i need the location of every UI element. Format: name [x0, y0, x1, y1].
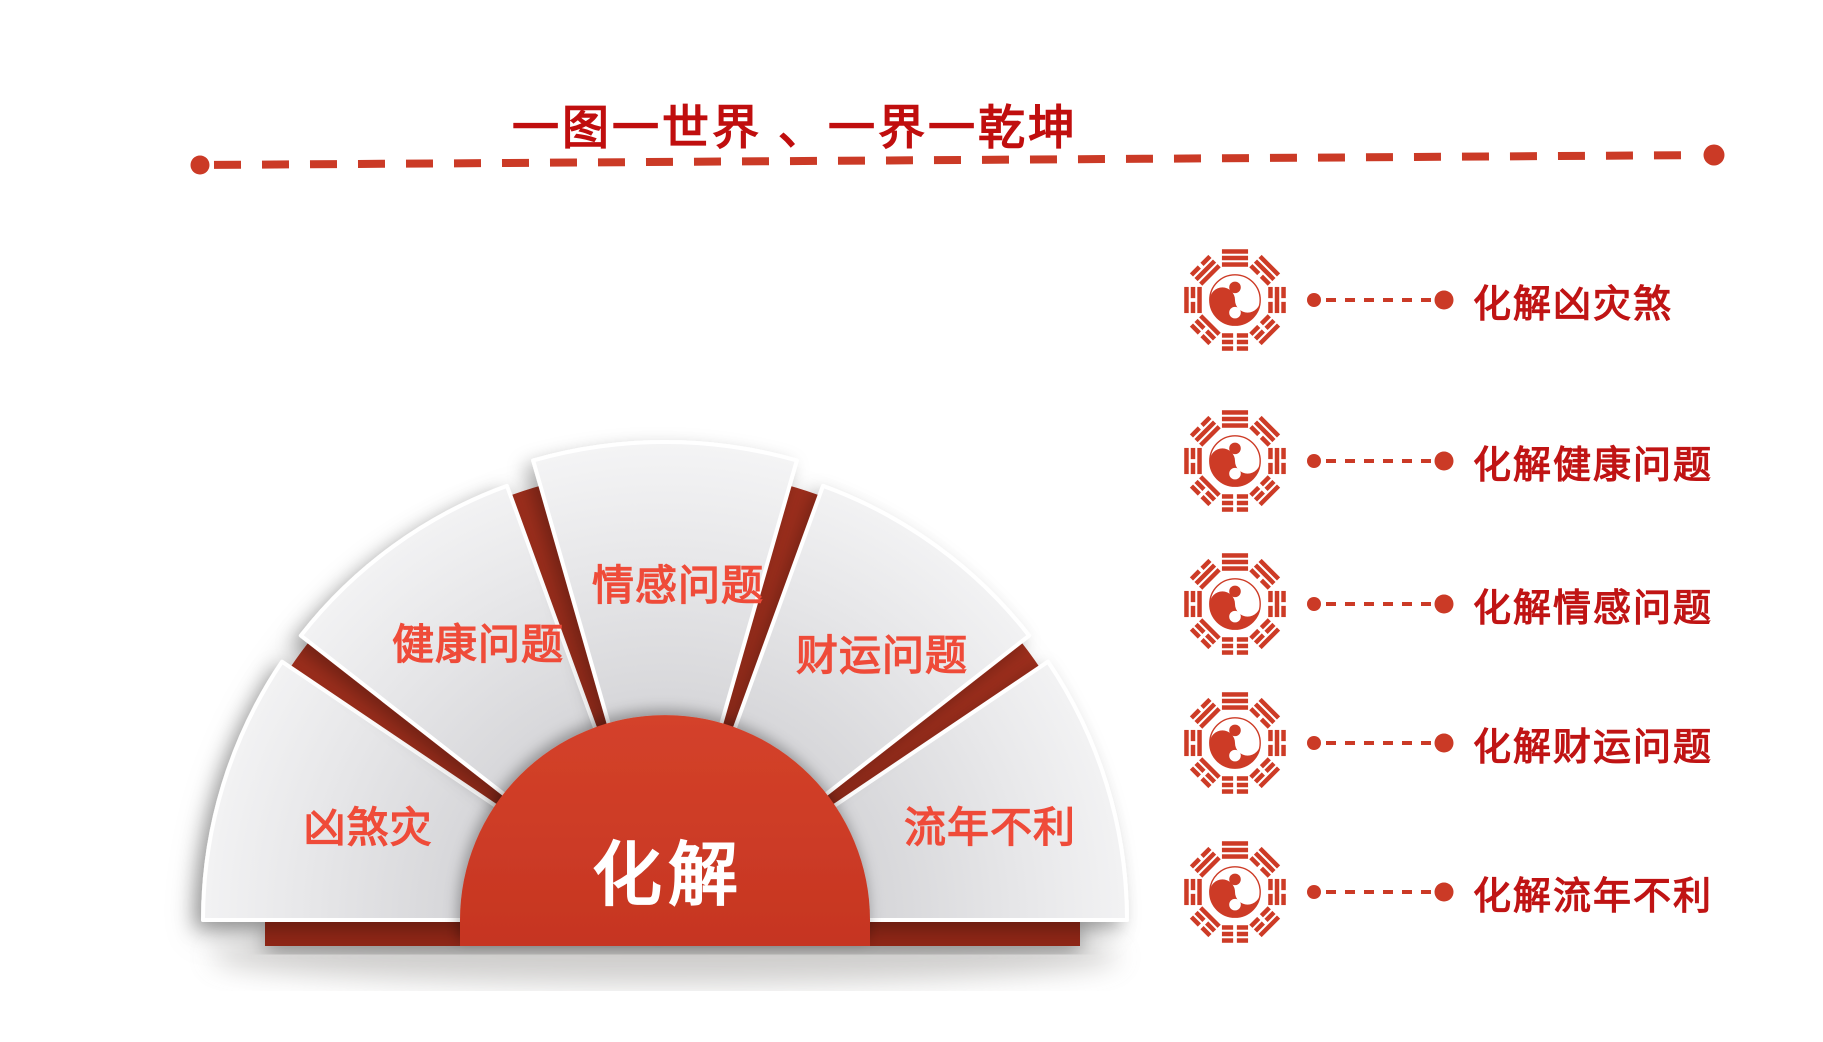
- fan-segment-label: 情感问题: [592, 562, 764, 609]
- dashed-connector: [1305, 730, 1455, 756]
- fan-segment-qinggan: [531, 440, 799, 922]
- bagua-icon: [1179, 244, 1291, 356]
- fan-segment-label: 财运问题: [796, 632, 968, 679]
- dashed-connector: [1305, 879, 1455, 905]
- fan-center-label: 化解: [592, 836, 744, 914]
- bagua-icon: [1179, 405, 1291, 517]
- legend-label: 化解情感问题: [1473, 587, 1714, 630]
- bagua-icon: [1179, 836, 1291, 948]
- page-title: 一图一世界 、一界一乾坤: [511, 101, 1079, 155]
- legend-label: 化解财运问题: [1473, 726, 1714, 769]
- list-item: 化解健康问题: [1179, 405, 1713, 517]
- fan-diagram: 凶煞灾 健康问题 情感问题 财运问题 流年不利 化解: [201, 440, 1129, 985]
- bagua-icon: [1179, 687, 1291, 799]
- legend-label: 化解凶灾煞: [1473, 283, 1674, 326]
- fan-segment-label: 健康问题: [392, 621, 564, 668]
- legend-label: 化解流年不利: [1473, 875, 1714, 918]
- list-item: 化解情感问题: [1179, 548, 1713, 660]
- legend-label: 化解健康问题: [1473, 444, 1714, 487]
- fan-segment-label: 凶煞灾: [303, 804, 432, 851]
- dashed-connector: [1305, 591, 1455, 617]
- list-item: 化解流年不利: [1179, 836, 1713, 948]
- list-item: 化解财运问题: [1179, 687, 1713, 799]
- list-item: 化解凶灾煞: [1179, 244, 1673, 356]
- dashed-connector: [1305, 448, 1455, 474]
- fan-segment-label: 流年不利: [904, 804, 1076, 851]
- dashed-connector: [1305, 287, 1455, 313]
- bagua-icon: [1179, 548, 1291, 660]
- fan-center-dome: [460, 715, 870, 946]
